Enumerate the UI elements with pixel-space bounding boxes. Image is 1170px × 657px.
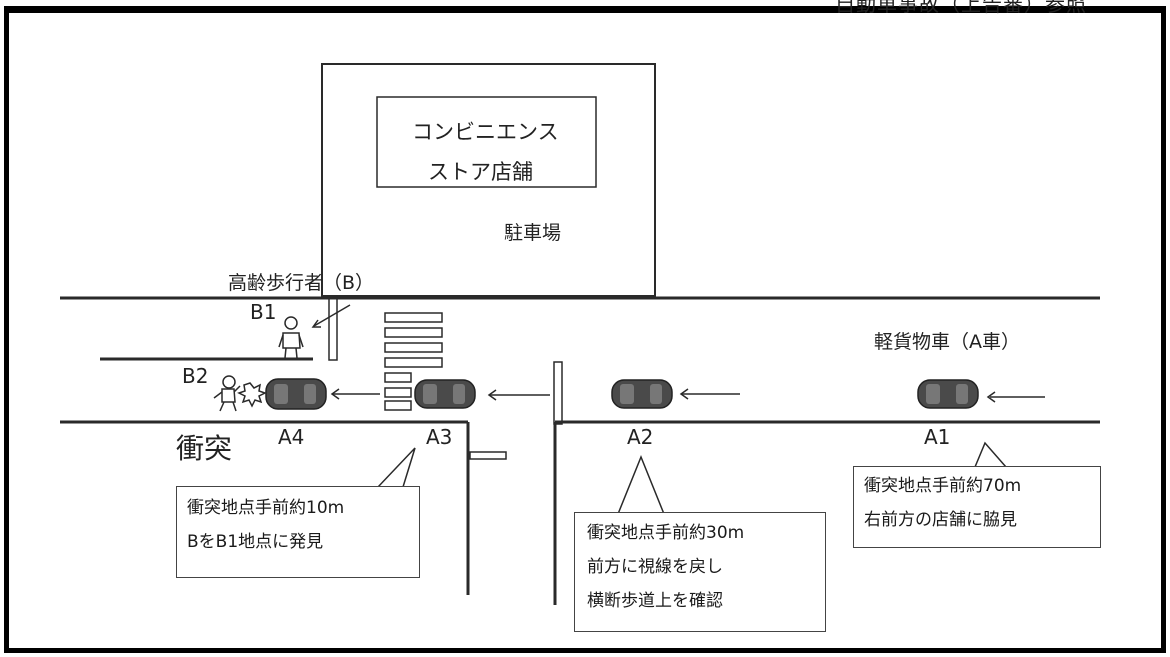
crosswalk-stripe	[384, 387, 412, 398]
post-right	[553, 361, 563, 425]
crosswalk-stripe	[384, 400, 412, 411]
position-a2-label: A2	[627, 425, 654, 449]
crosswalk-stripe	[384, 372, 412, 383]
car-a1	[917, 379, 979, 409]
parking-lot-outline	[321, 63, 656, 297]
collision-label: 衝突	[176, 432, 233, 465]
callout-a2-line2: 前方に視線を戻し	[587, 557, 723, 577]
header-title: 自動車事故（上告審）参照	[835, 0, 1087, 16]
position-b2-label: B2	[182, 364, 209, 388]
callout-a3-line1: 衝突地点手前約10m	[187, 498, 345, 518]
side-marker	[469, 451, 507, 460]
callout-a1-pointer	[973, 441, 1008, 468]
callout-a2-pointer	[616, 454, 666, 515]
callout-a2-line1: 衝突地点手前約30m	[587, 523, 745, 543]
parking-label: 駐車場	[504, 222, 562, 244]
arrow-a2	[679, 388, 740, 400]
post-left	[328, 297, 338, 361]
callout-a3: 衝突地点手前約10m BをB1地点に発見	[176, 486, 420, 578]
callout-a3-pointer	[376, 447, 416, 488]
callout-a3-line2: BをB1地点に発見	[187, 532, 324, 552]
arrow-a1	[986, 391, 1045, 403]
position-b1-label: B1	[250, 300, 277, 324]
callout-a2-line3: 横断歩道上を確認	[587, 591, 723, 611]
callout-a2: 衝突地点手前約30m 前方に視線を戻し 横断歩道上を確認	[574, 512, 826, 632]
vehicle-label: 軽貨物車（A車）	[874, 331, 1020, 353]
car-a3	[414, 379, 476, 409]
crosswalk-stripe	[384, 312, 443, 323]
store-label-line1: コンビニエンス	[412, 120, 559, 144]
callout-a1: 衝突地点手前約70m 右前方の店舗に脇見	[853, 466, 1101, 548]
store-label-line2: ストア店舗	[428, 160, 533, 184]
diagram-frame	[4, 6, 1166, 653]
impact-burst-icon	[237, 382, 267, 408]
callout-a1-line1: 衝突地点手前約70m	[864, 476, 1022, 496]
crosswalk-stripe	[384, 327, 443, 338]
position-a1-label: A1	[924, 425, 951, 449]
car-a4	[265, 378, 327, 410]
pedestrian-b1-icon	[278, 316, 304, 359]
position-a4-label: A4	[278, 425, 305, 449]
position-a3-label: A3	[426, 425, 453, 449]
callout-a1-line2: 右前方の店舗に脇見	[864, 510, 1017, 530]
pedestrian-b2-icon	[213, 375, 241, 412]
car-a2	[611, 379, 673, 409]
crosswalk-stripe	[384, 342, 443, 353]
crosswalk-stripe	[384, 357, 443, 368]
arrow-a4	[330, 388, 380, 400]
pedestrian-label: 高齢歩行者（B）	[228, 272, 375, 294]
store-outline	[376, 96, 597, 188]
b1-pointer	[313, 304, 351, 327]
arrow-a3	[487, 389, 550, 401]
